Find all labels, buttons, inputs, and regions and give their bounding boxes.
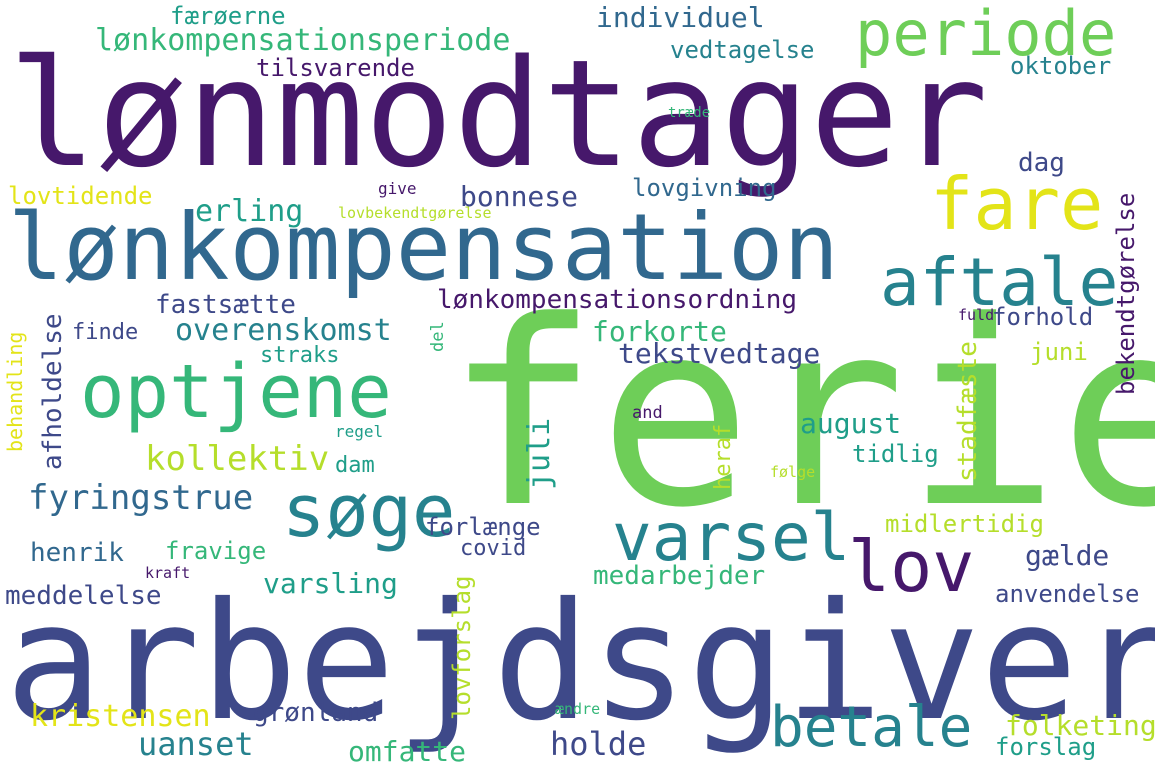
word-straks: straks	[260, 343, 340, 368]
word-fastsaette: fastsætte	[155, 290, 296, 320]
word-lovbekendtgorelse: lovbekendtgørelse	[338, 204, 492, 222]
word-bonnese: bonnese	[460, 180, 579, 213]
word-lov: lov	[848, 526, 975, 608]
word-lonkompensation: lønkompensation	[8, 194, 839, 301]
word-lovforslag: lovforslag	[448, 575, 476, 721]
word-afholdelse: afholdelse	[38, 313, 68, 470]
word-fare: fare	[930, 162, 1104, 246]
word-henrik: henrik	[30, 538, 124, 568]
word-meddelelse: meddelelse	[5, 581, 162, 611]
word-anvendelse: anvendelse	[995, 580, 1140, 608]
word-overenskomst: overenskomst	[175, 313, 392, 348]
word-medarbejder: medarbejder	[593, 561, 766, 591]
word-dam: dam	[335, 453, 375, 478]
word-midlertidig: midlertidig	[885, 510, 1044, 538]
word-periode: periode	[855, 0, 1117, 70]
word-varsling: varsling	[263, 567, 398, 600]
word-tidlig: tidlig	[852, 440, 939, 468]
word-forlaenge: forlænge	[425, 513, 541, 541]
word-august: august	[800, 407, 902, 440]
word-and: and	[632, 403, 663, 423]
word-lonkompensationsperiode: lønkompensationsperiode	[95, 23, 511, 58]
word-ferie: ferie	[445, 267, 1155, 564]
word-oktober: oktober	[1010, 52, 1112, 80]
word-tilsvarende: tilsvarende	[256, 54, 415, 82]
word-forslag: forslag	[995, 733, 1097, 761]
word-bekendtgorelse: bekendtgørelse	[1112, 192, 1140, 395]
word-soge: søge	[282, 469, 456, 553]
word-folketing: folketing	[1005, 709, 1155, 742]
word-holde: holde	[550, 725, 647, 763]
word-finde: finde	[72, 320, 139, 345]
word-gaelde: gælde	[1025, 539, 1110, 572]
word-varsel: varsel	[612, 499, 851, 576]
word-give: give	[378, 179, 417, 198]
word-faeroerne: færøerne	[170, 2, 286, 30]
word-lovtidende: lovtidende	[8, 182, 153, 210]
word-aendre: ændre	[555, 700, 601, 718]
word-forkorte: forkorte	[592, 315, 727, 348]
word-traede: træde	[668, 105, 711, 121]
word-optjene: optjene	[80, 349, 392, 435]
word-folge: følge	[770, 463, 816, 481]
word-aftale: aftale	[880, 244, 1119, 321]
word-behandling: behandling	[3, 331, 27, 452]
word-vedtagelse: vedtagelse	[670, 36, 815, 64]
word-gronland: grønland	[253, 698, 379, 728]
word-stadfaeste: stadfæste	[953, 341, 983, 482]
word-forhold: forhold	[992, 303, 1094, 331]
word-kristensen: kristensen	[30, 699, 211, 734]
word-dag: dag	[1018, 148, 1065, 178]
word-juli: juli	[522, 417, 557, 490]
word-lovgivning: lovgivning	[632, 174, 777, 202]
word-kraft: kraft	[145, 564, 191, 582]
word-juni: juni	[1030, 338, 1088, 366]
word-covid: covid	[460, 536, 527, 561]
word-betale: betale	[770, 695, 973, 760]
word-lonkompensationsordning: lønkompensationsordning	[437, 285, 798, 315]
word-omfatte: omfatte	[348, 735, 467, 768]
word-kollektiv: kollektiv	[145, 439, 330, 479]
word-fyringstrue: fyringstrue	[28, 478, 254, 518]
word-individuel: individuel	[596, 1, 765, 34]
word-arbejdsgiver: arbejdsgiver	[5, 569, 1155, 757]
word-lonmodtager: lønmodtager	[8, 28, 989, 200]
word-heraf: heraf	[711, 423, 736, 490]
word-uanset: uanset	[138, 725, 254, 763]
word-tekstvedtage: tekstvedtage	[618, 337, 821, 370]
word-fravige: fravige	[165, 537, 267, 565]
word-regel: regel	[335, 422, 384, 441]
word-del: del	[428, 321, 448, 352]
word-fuld: fuld	[958, 306, 995, 324]
word-erling: erling	[195, 194, 304, 229]
